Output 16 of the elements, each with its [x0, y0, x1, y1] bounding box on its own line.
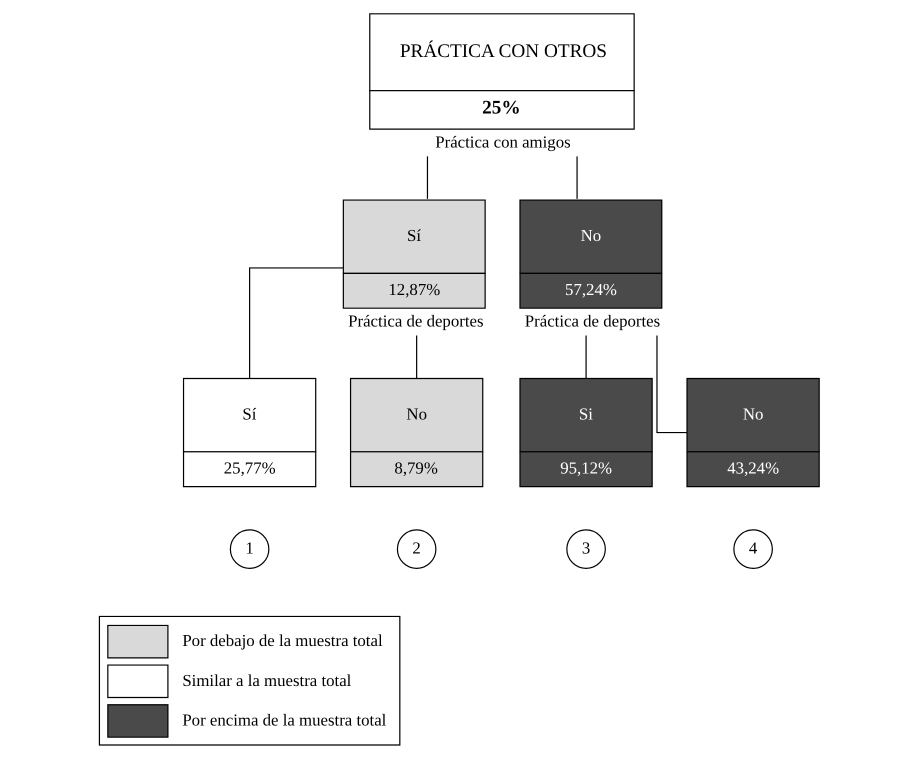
- node-label: Práctica de deportes: [348, 311, 484, 330]
- node-circle: 3: [566, 529, 606, 569]
- connector: [576, 156, 578, 199]
- node-label: Práctica de deportes: [524, 311, 660, 330]
- legend-label: Similar a la muestra total: [182, 670, 352, 690]
- node-label: Práctica con amigos: [435, 132, 571, 152]
- connector: [249, 267, 343, 378]
- connector: [426, 156, 428, 199]
- node-circle: 4: [733, 529, 773, 569]
- node-circle: 2: [396, 529, 436, 569]
- connector: [585, 336, 587, 378]
- node-circle: 1: [230, 529, 270, 569]
- legend-label: Por encima de la muestra total: [182, 710, 386, 730]
- connector: [416, 336, 418, 378]
- connector: [656, 336, 687, 434]
- legend-label: Por debajo de la muestra total: [182, 631, 383, 650]
